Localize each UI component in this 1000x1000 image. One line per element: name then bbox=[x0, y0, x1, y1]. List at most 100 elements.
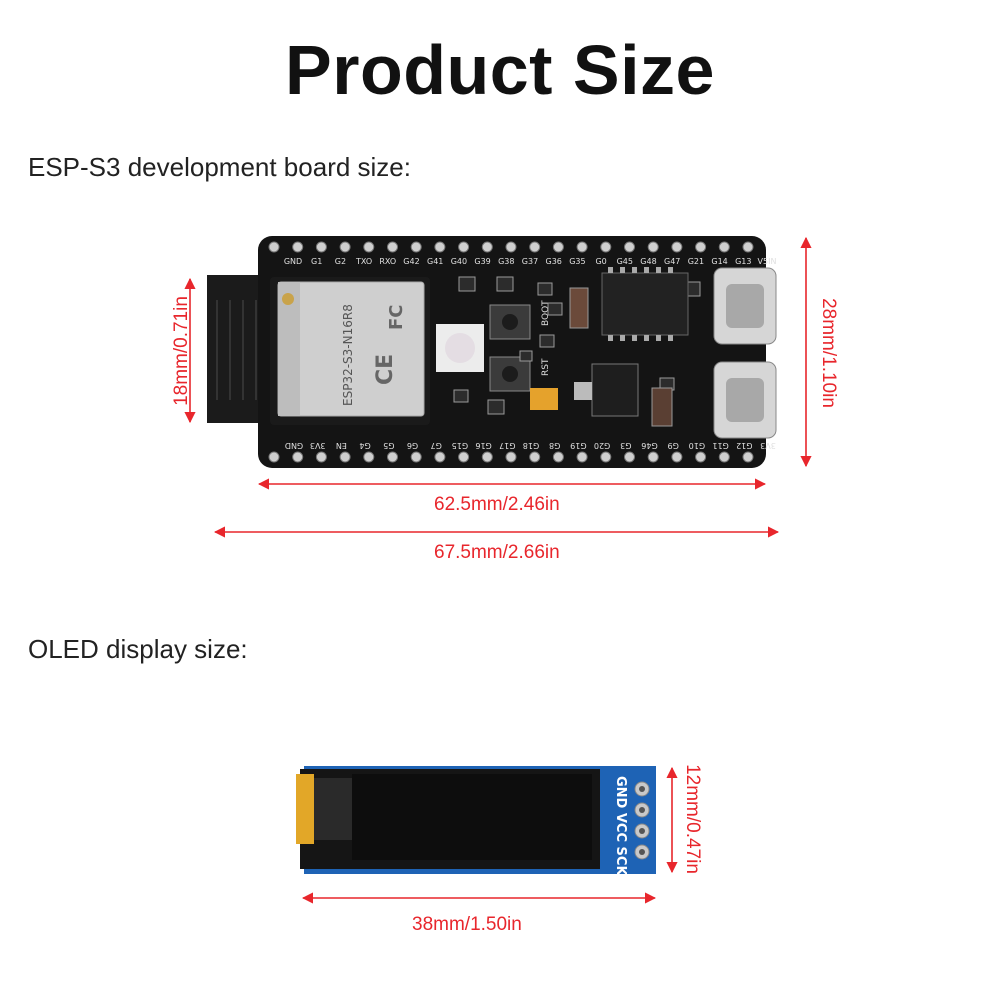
pin-hole bbox=[363, 451, 375, 463]
top-pin-label: RXO bbox=[379, 257, 396, 266]
pin-hole bbox=[576, 451, 588, 463]
pin-hole bbox=[671, 451, 683, 463]
pin-hole bbox=[505, 451, 517, 463]
pin-hole bbox=[363, 241, 375, 253]
board-height-label: 28mm/1.10in bbox=[818, 298, 839, 408]
pin-hole bbox=[434, 241, 446, 253]
top-pin-label: G36 bbox=[546, 257, 562, 266]
pin-hole bbox=[410, 451, 422, 463]
top-pin-header bbox=[268, 241, 754, 253]
bottom-pin-label: G19 bbox=[570, 441, 586, 450]
pin-hole bbox=[481, 451, 493, 463]
top-pin-label: G41 bbox=[427, 257, 443, 266]
pin-hole bbox=[742, 451, 754, 463]
top-pin-label: GND bbox=[284, 257, 302, 266]
bottom-pin-label: G10 bbox=[689, 441, 705, 450]
pin-hole bbox=[387, 451, 398, 463]
bottom-pin-label: G20 bbox=[594, 441, 610, 450]
ufl-connector bbox=[282, 293, 294, 305]
pin-hole bbox=[339, 451, 351, 463]
esp-board-label: ESP-S3 development board size: bbox=[28, 152, 411, 182]
pin-hole bbox=[552, 451, 564, 463]
top-pin-label: TXO bbox=[355, 257, 372, 266]
capacitor bbox=[569, 287, 589, 329]
top-pin-label: G1 bbox=[311, 257, 322, 266]
top-pin-label: G21 bbox=[688, 257, 704, 266]
pin-hole bbox=[695, 451, 707, 463]
pin-hole bbox=[695, 241, 707, 253]
module-text: ESP32-S3-N16R8 bbox=[341, 304, 355, 406]
top-pin-label: G35 bbox=[569, 257, 585, 266]
pin-hole bbox=[292, 241, 304, 253]
pin-hole bbox=[576, 241, 588, 253]
pin-hole bbox=[410, 241, 422, 253]
svg-text:FC: FC bbox=[386, 304, 407, 330]
oled-screen bbox=[352, 774, 592, 860]
bottom-pin-label: G12 bbox=[736, 441, 752, 450]
pin-hole bbox=[529, 451, 541, 463]
top-pin-label: G38 bbox=[498, 257, 514, 266]
top-pin-label: G13 bbox=[735, 257, 751, 266]
pcb-length-label: 62.5mm/2.46in bbox=[434, 494, 560, 515]
bottom-pin-label: G3 bbox=[620, 441, 631, 450]
boot-label: BOOT bbox=[541, 300, 551, 326]
pin-hole bbox=[458, 451, 470, 463]
bottom-pin-label: G16 bbox=[475, 441, 491, 450]
pin-hole bbox=[742, 241, 754, 253]
bottom-pin-label: G11 bbox=[712, 441, 728, 450]
pin-hole bbox=[292, 451, 304, 463]
bottom-pin-header bbox=[268, 451, 754, 463]
oled-pin-pads bbox=[634, 781, 650, 860]
oled-display-label: OLED display size: bbox=[28, 634, 248, 664]
pin-hole bbox=[268, 451, 280, 463]
pin-hole bbox=[481, 241, 493, 253]
pin-hole bbox=[505, 241, 517, 253]
pin-hole bbox=[647, 451, 659, 463]
oled-pin-labels: GND VCC SCK SDA bbox=[613, 776, 628, 910]
top-pin-label: G37 bbox=[522, 257, 538, 266]
module-height-label: 18mm/0.71in bbox=[171, 296, 192, 406]
pin-hole bbox=[387, 241, 398, 253]
bottom-pin-label: GND bbox=[285, 441, 303, 450]
bottom-pin-label: G8 bbox=[549, 441, 560, 450]
bottom-pin-label: G9 bbox=[668, 441, 679, 450]
pin-hole bbox=[600, 451, 612, 463]
pin-hole bbox=[647, 241, 659, 253]
pin-hole bbox=[315, 241, 327, 253]
top-pin-label: G39 bbox=[474, 257, 490, 266]
top-pin-label: G45 bbox=[617, 257, 633, 266]
pin-hole bbox=[552, 241, 564, 253]
bottom-pin-label: G7 bbox=[431, 441, 442, 450]
svg-text:CE: CE bbox=[373, 354, 398, 385]
bottom-pin-label: G46 bbox=[641, 441, 657, 450]
top-pin-label: V5IN bbox=[758, 257, 777, 266]
oled-width-label: 38mm/1.50in bbox=[412, 914, 522, 935]
pin-hole bbox=[624, 451, 635, 463]
bottom-pin-label: 3V3 bbox=[760, 441, 776, 450]
page-title: Product Size bbox=[285, 31, 715, 109]
pin-hole bbox=[339, 241, 351, 253]
pin-hole bbox=[458, 241, 470, 253]
tantalum-capacitor bbox=[530, 388, 558, 410]
pin-hole bbox=[268, 241, 280, 253]
bottom-pin-label: G18 bbox=[523, 441, 539, 450]
voltage-regulator bbox=[591, 363, 639, 417]
top-pin-label: G47 bbox=[664, 257, 680, 266]
bottom-pin-label: 3V3 bbox=[310, 441, 326, 450]
usb-uart-chip bbox=[601, 272, 689, 336]
pin-hole bbox=[671, 241, 683, 253]
bottom-pin-label: G17 bbox=[499, 441, 515, 450]
pin-hole bbox=[718, 241, 730, 253]
pin-hole bbox=[600, 241, 612, 253]
top-pin-label: G0 bbox=[595, 257, 606, 266]
top-pin-label: G14 bbox=[711, 257, 727, 266]
top-pin-label: G42 bbox=[403, 257, 419, 266]
rst-label: RST bbox=[541, 358, 551, 376]
bottom-pin-label: G5 bbox=[383, 441, 394, 450]
top-pin-label: G2 bbox=[335, 257, 346, 266]
bottom-pin-label: G15 bbox=[452, 441, 468, 450]
